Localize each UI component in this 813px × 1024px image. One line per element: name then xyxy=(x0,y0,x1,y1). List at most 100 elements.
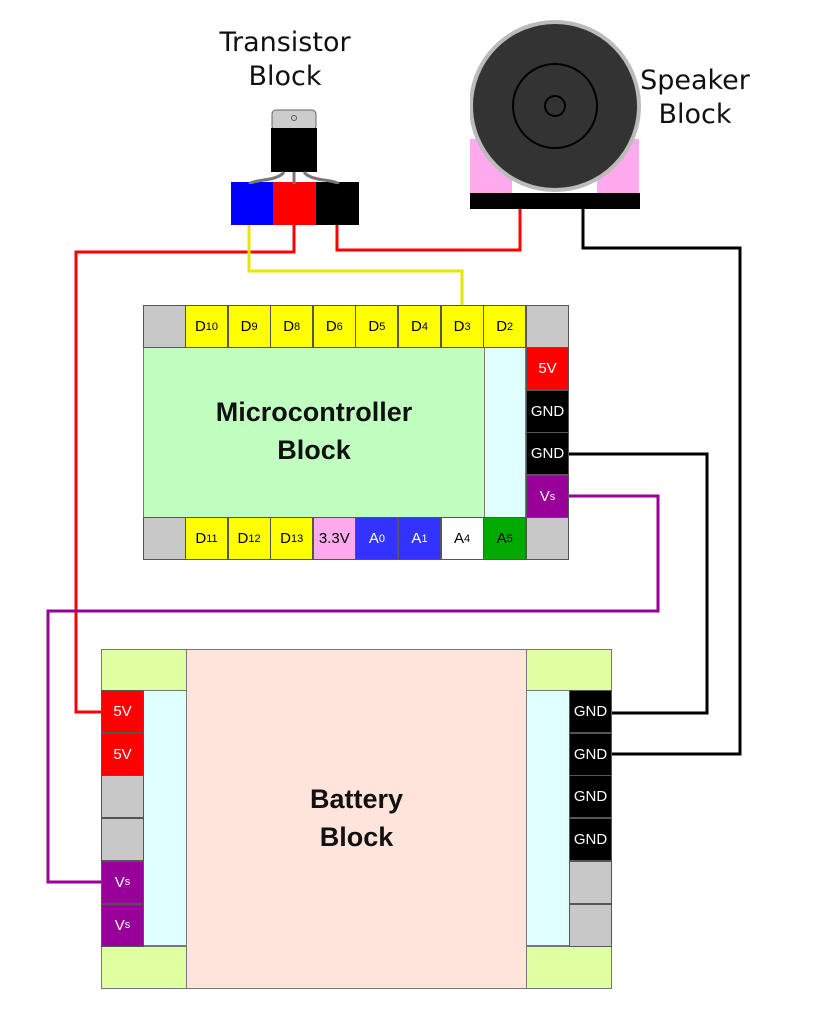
pin-subscript: 4 xyxy=(421,320,428,333)
speaker-label: Speaker Block xyxy=(630,64,760,132)
mcu-corner-top-right xyxy=(526,305,569,348)
pin-label: A xyxy=(411,530,422,547)
pin-subscript: 13 xyxy=(290,532,304,545)
pin-label: GND xyxy=(573,831,608,849)
battery-right-pin-gnd-2[interactable]: GND xyxy=(569,775,612,819)
pin-label: D xyxy=(368,318,380,335)
transistor-label-line2: Block xyxy=(248,61,322,92)
pin-label: A xyxy=(368,530,379,547)
battery-title-line1: Battery xyxy=(309,784,404,814)
pin-subscript: 6 xyxy=(336,320,343,333)
pin-label: V xyxy=(114,916,125,934)
pin-label: GND xyxy=(530,445,565,463)
pin-label: D xyxy=(194,318,206,335)
pin-subscript: 5 xyxy=(506,532,513,545)
battery-right-pin-empty-4[interactable] xyxy=(569,860,612,904)
transistor-icon xyxy=(248,109,340,185)
pin-label: D xyxy=(240,318,252,335)
pin-label: D xyxy=(195,530,207,547)
transistor-pin-blue[interactable] xyxy=(231,182,273,225)
pin-subscript: s xyxy=(124,919,131,931)
pin-label: D xyxy=(453,318,465,335)
mcu-title-line2: Block xyxy=(277,435,351,465)
battery-corner-bottom-right xyxy=(526,946,612,989)
mcu-pin-gnd-2[interactable]: GND xyxy=(526,432,569,476)
pin-subscript: 8 xyxy=(294,320,301,333)
speaker-label-line2: Block xyxy=(658,99,732,130)
mcu-pin-gnd-1[interactable]: GND xyxy=(526,389,569,433)
battery-corner-top-left xyxy=(101,649,187,691)
pin-subscript: s xyxy=(549,490,556,503)
pin-label: D xyxy=(280,530,291,547)
battery-right-pin-gnd-1[interactable]: GND xyxy=(569,732,612,776)
pin-label: 5V xyxy=(113,703,132,720)
pin-subscript: 9 xyxy=(251,320,258,333)
battery-title: Battery Block xyxy=(186,780,527,856)
pin-subscript: 2 xyxy=(507,320,514,333)
wire-transistor-blue-to-d3[interactable] xyxy=(247,225,464,305)
pin-label: A xyxy=(496,530,507,547)
speaker-icon xyxy=(470,20,641,192)
battery-left-pin-empty-2[interactable] xyxy=(101,775,144,819)
pin-label: D xyxy=(325,318,337,335)
mcu-side-strip xyxy=(484,347,526,518)
pin-subscript: 11 xyxy=(206,532,218,545)
pin-label: D xyxy=(237,530,249,547)
transistor-label-line1: Transistor xyxy=(219,27,351,58)
pin-subscript: 0 xyxy=(378,532,385,545)
battery-title-line2: Block xyxy=(319,822,394,852)
pin-label: 5V xyxy=(113,745,132,763)
pin-label: 5V xyxy=(538,360,557,377)
pin-subscript: 5 xyxy=(379,320,386,333)
pin-subscript: 1 xyxy=(421,532,428,545)
speaker-base-bar[interactable] xyxy=(470,193,640,209)
battery-right-strip xyxy=(526,690,570,946)
pin-label: D xyxy=(411,318,422,335)
pin-label: GND xyxy=(573,703,608,720)
mcu-corner-bottom-right xyxy=(526,517,569,560)
mcu-pin-5v-0[interactable]: 5V xyxy=(526,347,569,390)
pin-label: V xyxy=(114,873,125,891)
battery-right-pin-gnd-3[interactable]: GND xyxy=(569,818,612,862)
battery-right-pin-gnd-0[interactable]: GND xyxy=(569,690,612,733)
speaker-label-line1: Speaker xyxy=(640,65,750,96)
pin-label: D xyxy=(496,318,508,335)
pin-subscript: 12 xyxy=(248,532,261,545)
mcu-title-line1: Microcontroller xyxy=(215,397,413,427)
battery-left-pin-empty-3[interactable] xyxy=(101,818,144,862)
battery-right-pin-empty-5[interactable] xyxy=(569,903,612,947)
pin-label: A xyxy=(454,530,465,547)
pin-label: GND xyxy=(573,745,608,763)
mcu-pin-3-3v[interactable]: 3.3V xyxy=(312,517,356,560)
mcu-corner-top-left xyxy=(143,305,186,348)
pin-label: 3.3V xyxy=(318,530,350,547)
battery-left-pin-5v-0[interactable]: 5V xyxy=(101,690,144,733)
transistor-pin-red[interactable] xyxy=(273,182,316,225)
battery-corner-top-right xyxy=(526,649,612,691)
pin-subscript: s xyxy=(124,876,131,889)
mcu-corner-bottom-left xyxy=(143,517,186,560)
pin-label: GND xyxy=(573,788,608,806)
battery-left-pin-5v-1[interactable]: 5V xyxy=(101,732,144,776)
pin-label: GND xyxy=(530,402,565,420)
pin-subscript: 3 xyxy=(464,320,471,333)
transistor-label: Transistor Block xyxy=(190,26,380,94)
